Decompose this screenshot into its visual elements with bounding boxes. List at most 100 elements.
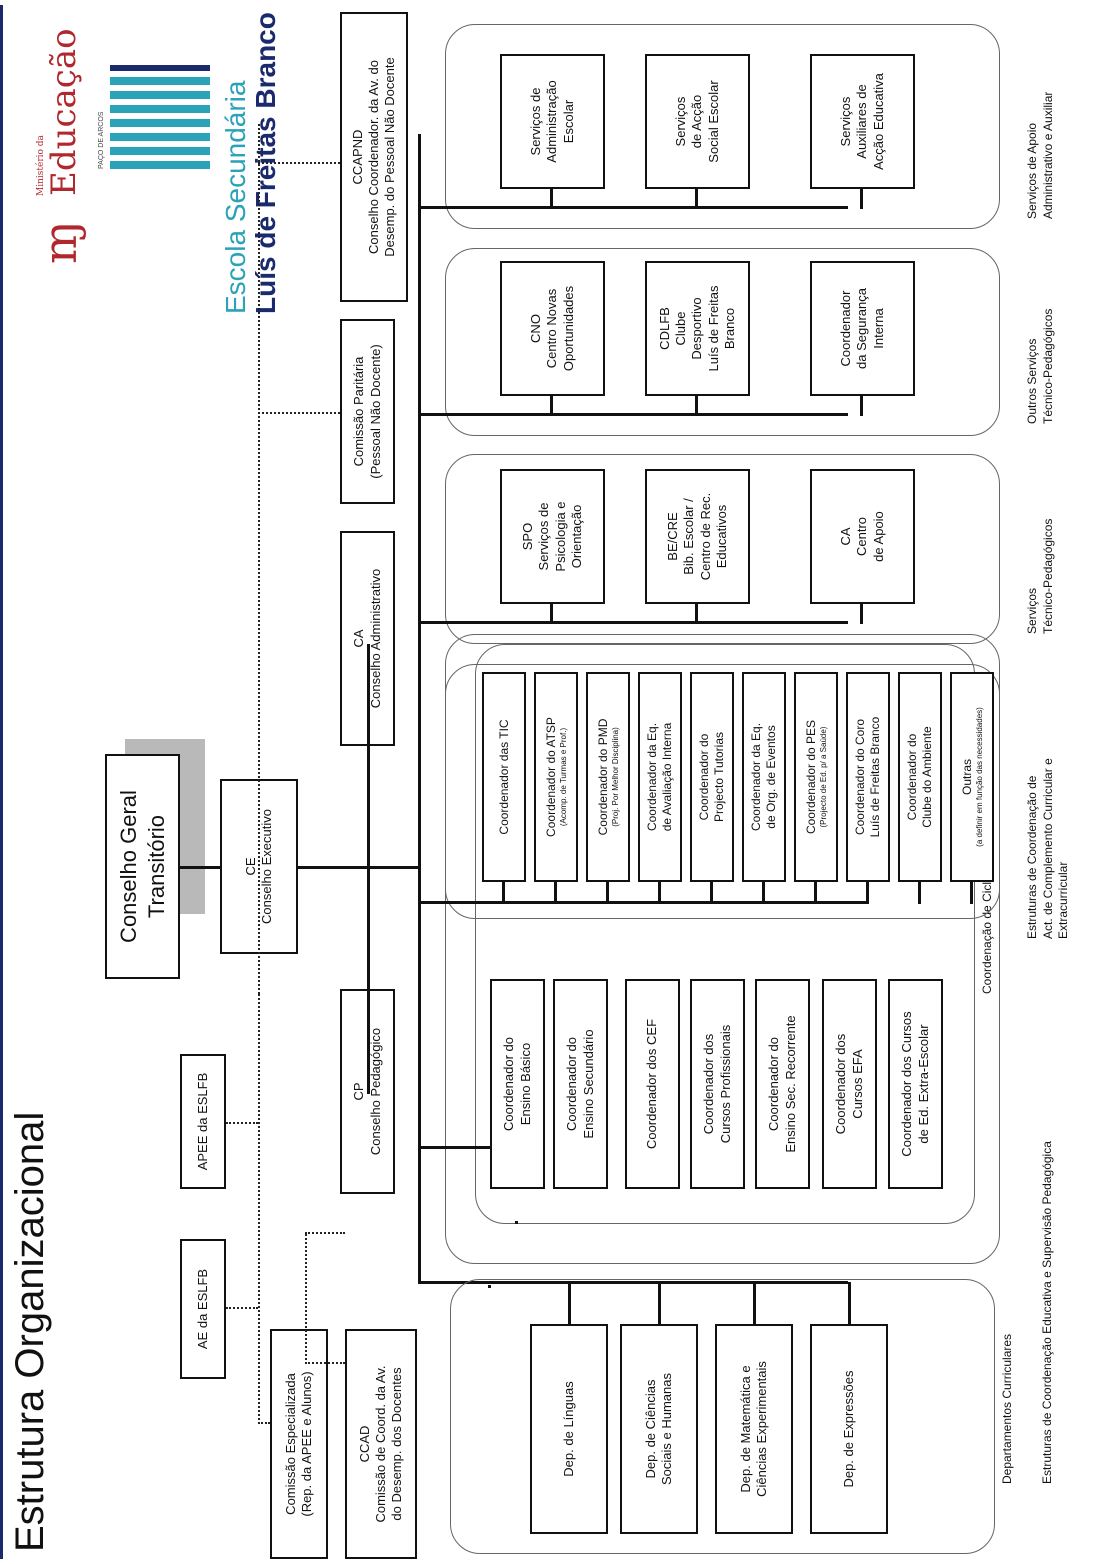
dot-ae-apee xyxy=(258,994,260,1424)
out-box-line: da Segurança xyxy=(854,288,870,369)
escola-logo: PAÇO DE ARCOS Escola Secundária Luís de … xyxy=(98,4,300,314)
apo-box-line: Administração xyxy=(544,80,560,163)
ciclo-box-line: Ensino Sec. Recorrente xyxy=(782,1015,798,1153)
comp-box-line: Coordenador do Coro xyxy=(853,718,867,836)
comp-box: Coordenador do PES(Projecto de Ed. p/ a … xyxy=(794,672,838,882)
apo-branch xyxy=(860,187,863,209)
tec-box-line: Bib. Escolar / xyxy=(681,498,697,575)
apoio-label: Serviços de Apoio Administrativo e Auxil… xyxy=(1025,19,1056,219)
out-box-line: CNO xyxy=(528,314,544,343)
apo-bus xyxy=(418,206,848,209)
out-box-line: Branco xyxy=(721,307,737,350)
apo-box-line: Serviços de xyxy=(528,87,544,156)
tec-branch xyxy=(860,602,863,624)
tec-box-line: Psicologia e xyxy=(552,501,568,572)
comp-box-line: Coordenador do PMD xyxy=(595,718,610,836)
ca-abbr: CA xyxy=(351,629,367,648)
out-branch xyxy=(695,394,698,416)
apo-box-line: de Acção xyxy=(689,94,705,149)
tec-box-line: CA xyxy=(838,527,854,546)
dot-cp-up xyxy=(305,1362,345,1364)
comp-box-line: Outras xyxy=(959,759,974,796)
tecnico-label-l1: Serviços xyxy=(1025,587,1039,634)
dept-box-line: Dep. de Ciências xyxy=(642,1379,658,1479)
comp-box-line: Luís de Freitas Branco xyxy=(868,716,882,838)
out-box-line: Interna xyxy=(870,308,886,349)
dept-box: Dep. de Expressões xyxy=(810,1324,888,1534)
tec-box-line: Centro xyxy=(854,516,870,557)
dept-box-line: Dep. de Línguas xyxy=(560,1381,576,1477)
apo-box-line: Escolar xyxy=(560,99,576,144)
complemento-label: Estruturas de Coordenação de Act. de Com… xyxy=(1025,629,1072,939)
ciclo-drop xyxy=(418,1146,490,1149)
conselho-geral-box: Conselho Geral Transitório xyxy=(105,754,180,979)
dot-apee-down xyxy=(226,1122,258,1124)
complemento-label-l2: Act. de Complemento Curricular e xyxy=(1040,758,1055,939)
comissao-paritaria-box: Comissão Paritária (Pessoal Não Docente) xyxy=(340,319,395,504)
comp-box-line: Coordenador da Eq. xyxy=(645,722,659,832)
dept-branch xyxy=(658,1282,661,1324)
ccad-l2: do Desemp. dos Docentes xyxy=(389,1367,405,1521)
departamentos-label: Departamentos Curriculares xyxy=(1000,1333,1014,1484)
apo-box-line: Serviços xyxy=(838,96,854,147)
comp-box-line: Coordenador da Eq. xyxy=(749,722,763,832)
dept-box-line: Ciências Experimentais xyxy=(754,1361,769,1497)
out-box-line: CDLFB xyxy=(656,307,672,350)
apee-box: APEE da ESLFB xyxy=(180,1054,226,1189)
comp-box: Coordenador do ATSP(Acomp. de Turmas e P… xyxy=(534,672,578,882)
apoio-label-l1: Serviços de Apoio xyxy=(1025,122,1039,219)
ciclo-bus xyxy=(515,1221,518,1224)
comp-box-line: Projecto Tutorias xyxy=(712,731,726,823)
comp-box-note: (Acomp. de Turmas e Prof.) xyxy=(558,727,568,827)
ccad-box: CCAD Comissão de Coord. da Av. do Desemp… xyxy=(345,1329,417,1559)
ministerio-main-text: Educação xyxy=(44,28,84,196)
comp-branch xyxy=(918,882,921,904)
dept-box-line: Dep. de Matemática e xyxy=(737,1365,753,1493)
ciclo-box: Coordenador dos CEF xyxy=(625,979,680,1189)
apee-label: APEE da ESLFB xyxy=(194,1072,210,1171)
dept-box-line: Dep. de Expressões xyxy=(840,1370,856,1488)
outros-label: Outros Serviços Técnico-Pedagógicos xyxy=(1025,264,1056,424)
tec-box-line: BE/CRE xyxy=(665,512,680,561)
comissao-especializada-l2: (Rep. da APEE e Alunos) xyxy=(299,1371,314,1517)
out-box-line: Clube xyxy=(673,311,689,346)
dot-left-down xyxy=(258,1422,270,1424)
out-bus xyxy=(418,413,848,416)
apo-box-line: Auxiliares de xyxy=(854,84,870,159)
ciclo-box-line: Coordenador do xyxy=(766,1037,782,1131)
comp-box-line: Coordenador do PES xyxy=(803,719,818,835)
ciclo-box-line: Coordenador do xyxy=(501,1037,517,1131)
dept-box: Dep. de Línguas xyxy=(530,1324,608,1534)
comp-box-line: Coordenador do xyxy=(905,733,919,821)
comp-box-line: Coordenador do xyxy=(697,733,711,821)
connector-to-ciclo xyxy=(418,1281,421,1284)
dot-cp-commission xyxy=(305,1234,307,1364)
tec-box-line: de Apoio xyxy=(870,511,886,562)
out-box-line: Luís de Freitas xyxy=(705,285,721,372)
dept-branch xyxy=(848,1282,851,1324)
dot-ccad-up xyxy=(305,1232,345,1234)
comp-branch xyxy=(970,882,973,904)
out-box-line: Desportivo xyxy=(689,297,705,360)
ae-box: AE da ESLFB xyxy=(180,1239,226,1379)
dot-ae-down xyxy=(226,1307,258,1309)
comp-box-line: Coordenador do ATSP xyxy=(543,717,558,837)
tec-branch xyxy=(695,602,698,624)
connector-main-horizontal xyxy=(418,134,421,1284)
ccapnd-l2: Desemp. do Pessoal Não Docente xyxy=(382,57,398,257)
escola-line1: Escola Secundária xyxy=(220,80,251,314)
dot-top-right xyxy=(258,124,260,994)
complemento-label-l1: Estruturas de Coordenação de xyxy=(1025,775,1039,939)
